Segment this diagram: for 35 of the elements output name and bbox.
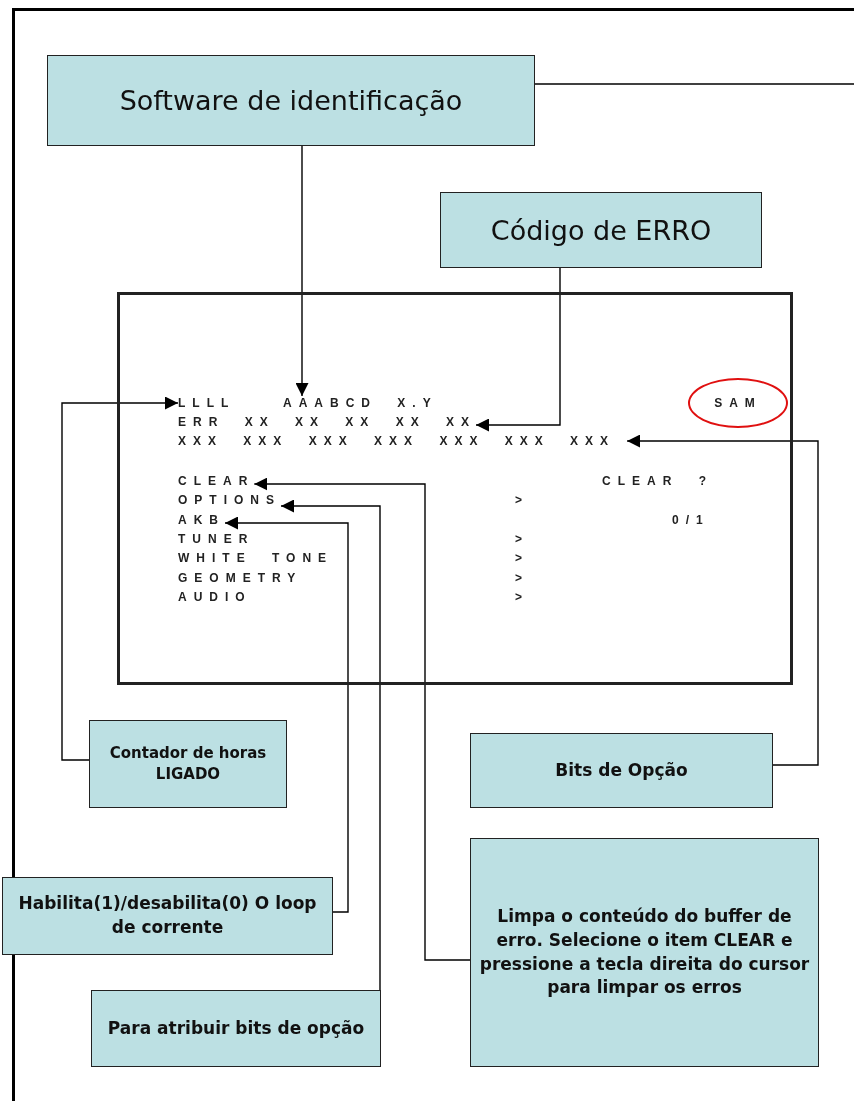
menu-arrow-sign: > bbox=[515, 571, 529, 585]
callout-box: Habilita(1)/desabilita(0) O loop de corrente bbox=[2, 877, 333, 955]
menu-item: WHITE TONE bbox=[178, 551, 334, 565]
screen-text: LLLL bbox=[178, 396, 236, 410]
callout-box: Software de identificação bbox=[47, 55, 535, 146]
callout-box: Código de ERRO bbox=[440, 192, 762, 268]
menu-item: AUDIO bbox=[178, 590, 252, 604]
menu-arrow-sign: > bbox=[515, 590, 529, 604]
menu-arrow-sign: > bbox=[515, 493, 529, 507]
leader-arrow bbox=[61, 396, 179, 761]
leader-arrow bbox=[475, 267, 561, 432]
leader-arrow bbox=[626, 434, 819, 766]
leader-arrow bbox=[295, 145, 309, 397]
screen-text: CLEAR ? bbox=[602, 474, 713, 488]
leader-arrow bbox=[280, 499, 381, 991]
menu-item: TUNER bbox=[178, 532, 255, 546]
callout-box: Limpa o conteúdo do buffer de erro. Selecione o item CLEAR e pressione a tecla direita do cursor para limpar os erros bbox=[470, 838, 819, 1067]
callout-box: Contador de horas LIGADO bbox=[89, 720, 287, 808]
menu-arrow-sign: > bbox=[515, 532, 529, 546]
callout-box: Bits de Opção bbox=[470, 733, 773, 808]
screen-text: AAABCD X.Y bbox=[283, 396, 438, 410]
leader-arrow bbox=[253, 477, 471, 961]
screen-display bbox=[117, 292, 793, 685]
menu-item: CLEAR bbox=[178, 474, 255, 488]
screen-text: 0/1 bbox=[672, 513, 710, 527]
callout-box: Para atribuir bits de opção bbox=[91, 990, 381, 1067]
menu-item: AKB bbox=[178, 513, 225, 527]
highlight-ellipse bbox=[688, 378, 788, 428]
leader-arrow bbox=[224, 516, 349, 913]
menu-item: GEOMETRY bbox=[178, 571, 303, 585]
menu-item: OPTIONS bbox=[178, 493, 281, 507]
menu-arrow-sign: > bbox=[515, 551, 529, 565]
screen-text: ERR XX XX XX XX XX bbox=[178, 415, 477, 429]
screen-text: XXX XXX XXX XXX XXX XXX XXX bbox=[178, 434, 616, 448]
screen-text: SAM bbox=[714, 396, 762, 410]
